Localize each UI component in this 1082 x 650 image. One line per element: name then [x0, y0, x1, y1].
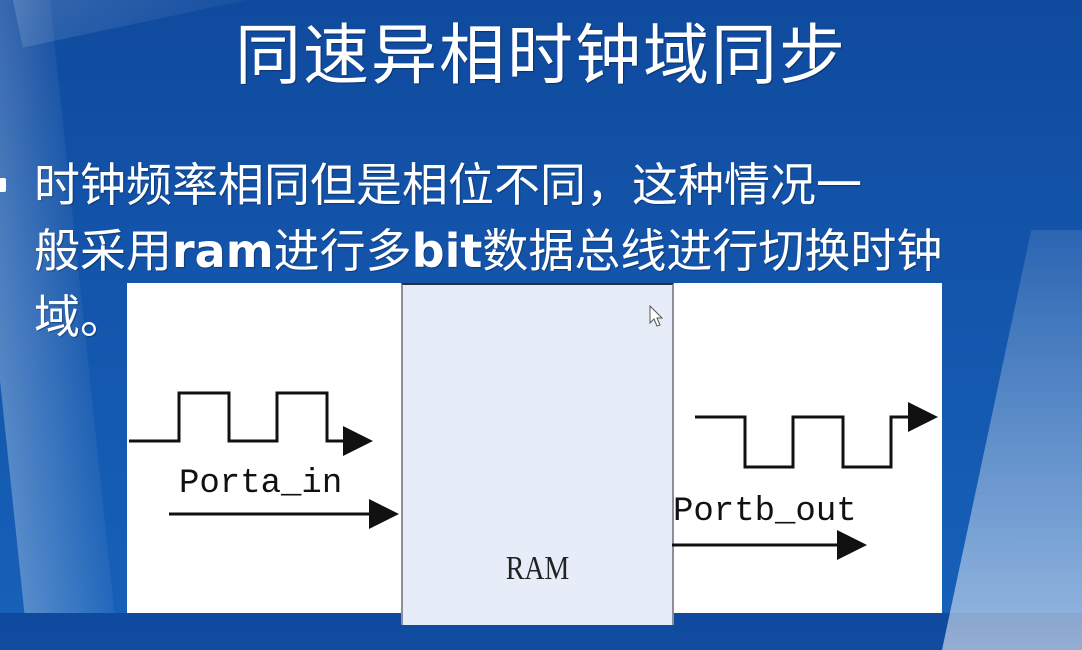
ram-diagram: RAM Porta_in Portb_out — [127, 283, 942, 625]
bullet-line-1: 时钟频率相同但是相位不同，这种情况一 — [34, 158, 862, 212]
porta-in-label: Porta_in — [179, 465, 343, 503]
input-clock-wave-icon — [129, 391, 373, 456]
bullet-icon — [0, 178, 6, 192]
text-ram: ram — [172, 224, 274, 278]
output-clock-wave-icon — [695, 402, 938, 469]
mouse-cursor-icon — [649, 305, 664, 327]
text-bit: bit — [411, 224, 483, 278]
bullet-line-2: 般采用ram进行多bit数据总线进行切换时钟 — [34, 218, 1082, 284]
diagram-signals — [129, 391, 938, 560]
text-segment: 进行多 — [273, 224, 412, 278]
bullet-line-3: 域。 — [34, 290, 126, 344]
text-segment: 般采用 — [34, 224, 172, 278]
ram-label: RAM — [505, 550, 570, 587]
bullet-text: 时钟频率相同但是相位不同，这种情况一 般采用ram进行多bit数据总线进行切换时… — [34, 152, 1082, 350]
text-segment: 数据总线进行切换时钟 — [482, 224, 943, 278]
ram-block: RAM — [401, 283, 674, 625]
portb-out-label: Portb_out — [673, 493, 857, 531]
slide-title: 同速异相时钟域同步 — [235, 17, 847, 94]
